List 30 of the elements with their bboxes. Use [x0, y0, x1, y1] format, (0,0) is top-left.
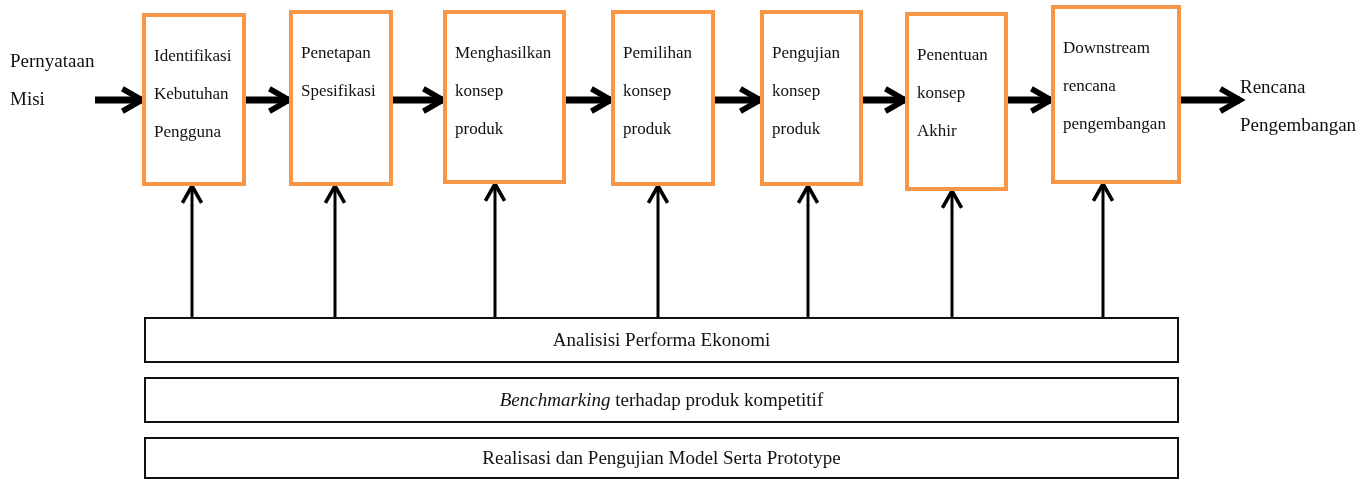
process-box [443, 10, 566, 184]
activity-bar [144, 377, 1179, 423]
box-label: Analisisi Performa Ekonomi [552, 328, 771, 352]
activity-bar [144, 437, 1179, 479]
box-label: Identifikasi Kebutuhan Pengguna [154, 45, 232, 143]
node-label: Rencana Pengembangan [1240, 75, 1358, 137]
arrow [1091, 182, 1115, 317]
arrow [1181, 86, 1243, 114]
arrow [483, 182, 507, 317]
box-label: Penetapan Spesifikasi [301, 42, 376, 102]
box-label: Realisasi dan Pengujian Model Serta Prototype [482, 446, 841, 470]
process-box [142, 13, 246, 186]
activity-bar [144, 317, 1179, 363]
box-label: Benchmarking terhadap produk kompetitif [499, 388, 824, 412]
box-label: Penentuan konsep Akhir [917, 44, 988, 142]
arrow [180, 184, 204, 317]
arrow [646, 184, 670, 317]
process-box [905, 12, 1008, 191]
box-label: Pemilihan konsep produk [623, 42, 692, 140]
arrow [940, 189, 964, 317]
arrow [323, 184, 347, 317]
process-box [289, 10, 393, 186]
box-label: Menghasilkan konsep produk [455, 42, 552, 140]
process-box [760, 10, 863, 186]
process-box [1051, 5, 1181, 184]
box-label: Downstream rencana pengembangan [1063, 37, 1166, 135]
box-label: Pengujian konsep produk [772, 42, 840, 140]
process-box [611, 10, 715, 186]
node-label: Pernyataan Misi [10, 49, 96, 111]
arrow [796, 184, 820, 317]
